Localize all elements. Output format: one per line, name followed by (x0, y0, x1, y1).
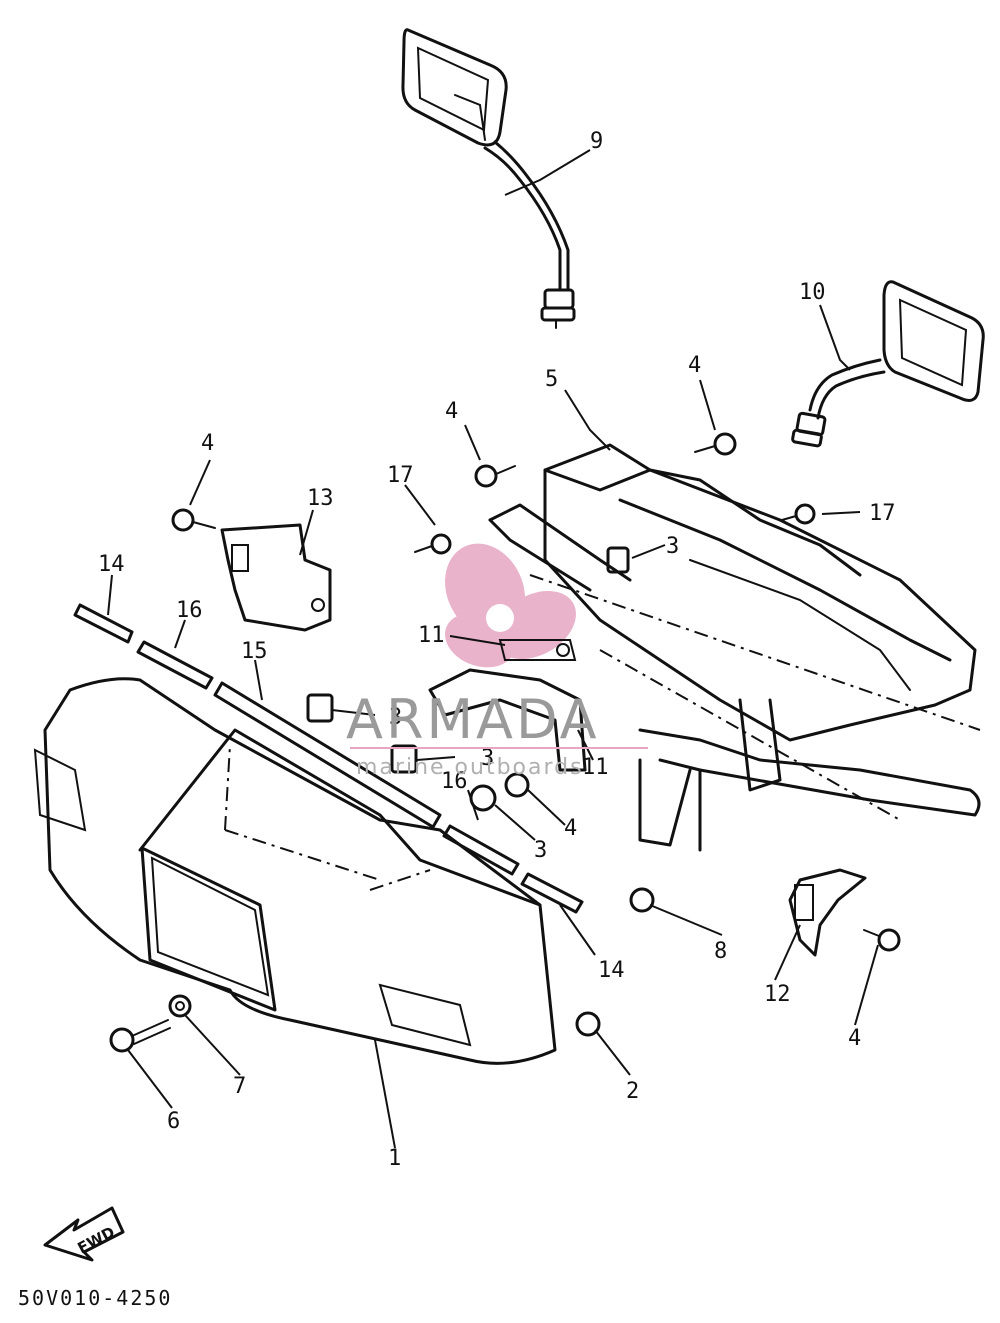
watermark-propeller-logo (445, 543, 576, 668)
callout-4-e: 4 (848, 1026, 861, 1051)
part-code: 50V010-4250 (18, 1286, 172, 1310)
forward-arrow-label: FWD (75, 1223, 118, 1257)
leader-lines (107, 149, 879, 1149)
handlebar-cover-inner (488, 443, 981, 852)
callout-9: 9 (590, 129, 603, 154)
callout-17-b: 17 (869, 501, 896, 526)
callout-2: 2 (626, 1079, 639, 1104)
forward-arrow: FWD (43, 1206, 125, 1262)
callout-10: 10 (799, 280, 826, 305)
callout-1: 1 (388, 1146, 401, 1171)
watermark-tagline: marine outboards (356, 755, 584, 780)
callout-3-b: 3 (389, 705, 402, 730)
callout-16-a: 16 (176, 598, 203, 623)
mirror-right (791, 280, 985, 448)
callout-12: 12 (764, 982, 791, 1007)
mirror-left (401, 28, 576, 329)
bracket-11 (428, 639, 587, 772)
callout-3-c: 3 (481, 746, 494, 771)
callout-5: 5 (545, 367, 558, 392)
callout-13: 13 (307, 486, 334, 511)
callout-3-a: 3 (666, 534, 679, 559)
callout-7: 7 (233, 1074, 246, 1099)
watermark-brand: ARMADA (346, 688, 600, 751)
callout-15: 15 (241, 639, 268, 664)
callout-14-b: 14 (598, 958, 625, 983)
callout-labels: 1 2 3 3 3 3 4 4 4 4 4 5 6 7 8 9 10 11 11… (98, 129, 896, 1171)
callout-4-c: 4 (688, 353, 701, 378)
callout-14-a: 14 (98, 552, 125, 577)
callout-11-b: 11 (582, 755, 609, 780)
handlebar-cover-main (33, 677, 557, 1065)
callout-4-a: 4 (201, 431, 214, 456)
trim-strips (73, 603, 584, 914)
callout-4-b: 4 (445, 399, 458, 424)
callout-6: 6 (167, 1109, 180, 1134)
hardware (109, 432, 901, 1053)
callout-11-a: 11 (418, 623, 445, 648)
callout-4-d: 4 (564, 816, 577, 841)
callout-16-b: 16 (441, 769, 468, 794)
bracket-12 (788, 868, 867, 957)
callout-17-a: 17 (387, 463, 414, 488)
bracket-13 (220, 523, 332, 632)
callout-3-d: 3 (534, 838, 547, 863)
callout-8: 8 (714, 939, 727, 964)
